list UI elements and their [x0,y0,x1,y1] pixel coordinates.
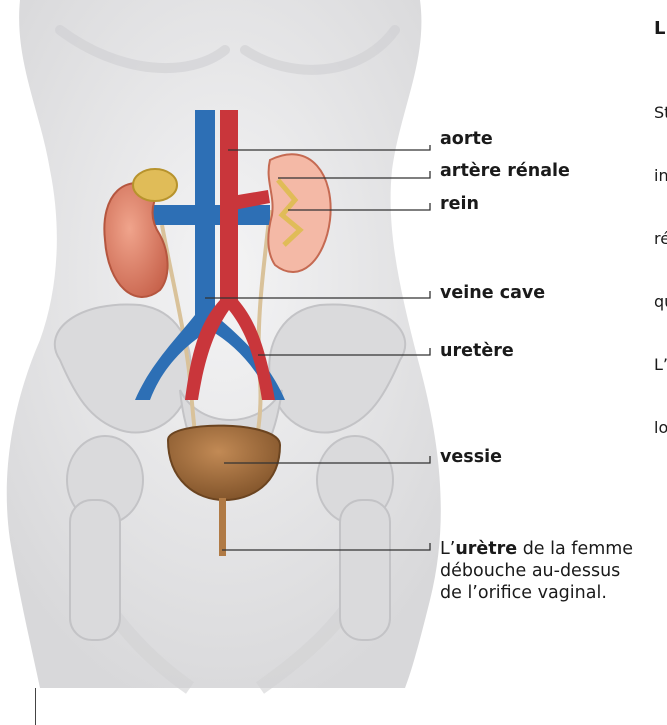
side-heading-fragment: L [654,18,665,39]
label-urethre: L’urètre de la femme débouche au-dessus … [440,538,633,604]
label-aorte: aorte [440,128,493,150]
side-text-line: in [654,165,667,186]
label-artere-renale: artère rénale [440,160,570,182]
footer-rule [35,688,36,725]
side-text-line: qu [654,291,667,312]
side-text-line: St [654,102,667,123]
urethra [219,498,226,556]
side-text-line: lo [654,417,667,438]
label-veine-cave: veine cave [440,282,545,304]
side-text-line: L’ [654,354,667,375]
label-vessie: vessie [440,446,502,468]
side-text-line: ré [654,228,667,249]
label-rein: rein [440,193,479,215]
side-text-fragment: St in ré qu L’ lo [654,60,667,459]
label-uretere: uretère [440,340,514,362]
